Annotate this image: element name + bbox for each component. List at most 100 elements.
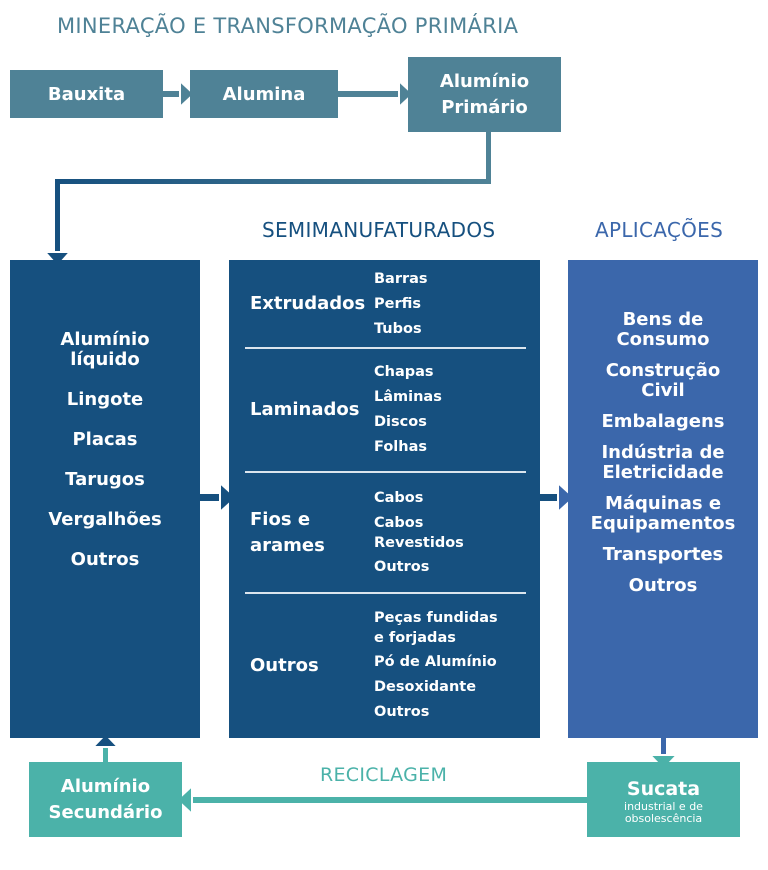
primary-aluminum-label-line1: Alumínio (439, 70, 530, 92)
semimanufactured-category: Extrudados (229, 291, 374, 317)
group-divider (245, 347, 526, 349)
primary-product-item-text: Tarugos (65, 469, 145, 490)
semimanufactured-subitem: Outros (374, 700, 498, 725)
primary-product-item-text: Placas (72, 429, 138, 450)
semimanufactured-subitem-text: Discos (374, 414, 427, 430)
semimanufactured-category: Outros (229, 653, 374, 679)
primary-product-item: Outros (10, 550, 200, 570)
primary-product-item: Placas (10, 430, 200, 450)
semimanufactured-subitem-text: Cabos (374, 489, 424, 506)
semimanufactured-subitem: Pó de Alumínio (374, 650, 498, 675)
semimanufactured-subitem: Barras (374, 267, 428, 292)
primary-product-item-text: líquido (70, 349, 140, 370)
semimanufactured-subitem-text: e forjadas (374, 630, 456, 646)
application-item-text: Outros (628, 575, 698, 596)
semimanufactured-subitem-text: Tubos (374, 320, 422, 337)
semimanufactured-subitem: Chapas (374, 360, 442, 385)
arrow-products-semi (200, 480, 238, 515)
semimanufactured-subitem-text: Lâminas (374, 389, 442, 405)
semimanufactured-subitem: Outros (374, 555, 464, 580)
scrap-title: Sucata (626, 777, 701, 800)
semimanufactured-subitem: Lâminas (374, 385, 442, 410)
scrap-subtitle-line2: obsolescência (624, 811, 703, 825)
mining-section-title: MINERAÇÃO E TRANSFORMAÇÃO PRIMÁRIA (57, 14, 519, 38)
semimanufactured-subitem-text: Barras (374, 270, 428, 287)
semimanufactured-category-text: arames (250, 534, 325, 556)
alumina-label: Alumina (222, 83, 306, 105)
arrow-scrap-secondary (175, 783, 587, 817)
semimanufactured-subitem-text: Revestidos (374, 534, 464, 551)
semimanufactured-subitem-text: Pó de Alumínio (374, 654, 497, 670)
primary-product-item: Vergalhões (10, 510, 200, 530)
semimanufactured-subitem-text: Cabos (374, 514, 424, 531)
application-item-text: Consumo (616, 329, 710, 350)
arrow-secondary-up (90, 732, 121, 764)
semimanufactured-section-title: SEMIMANUFATURADOS (262, 218, 496, 242)
recycling-section-title: RECICLAGEM (320, 764, 448, 786)
secondary-aluminum-label-line2: Secundário (48, 801, 163, 823)
primary-product-item: Tarugos (10, 470, 200, 490)
application-item-text: Transportes (602, 544, 724, 565)
semimanufactured-category: Laminados (229, 397, 374, 423)
semimanufactured-subitem-text: Perfis (374, 295, 421, 312)
semimanufactured-subitem-text: Chapas (374, 364, 434, 380)
application-item-text: Máquinas e (604, 493, 722, 514)
group-divider (245, 592, 526, 594)
semimanufactured-subitem: Peças fundidas e forjadas (374, 606, 498, 650)
semimanufactured-category-text: Outros (250, 654, 319, 676)
application-item-text: Bens de (622, 309, 704, 330)
secondary-aluminum-box: Alumínio Secundário (29, 762, 182, 837)
bauxite-box: Bauxita (10, 70, 163, 118)
scrap-subtitle-line1: industrial e de (624, 799, 703, 813)
semimanufactured-subitem-text: Peças fundidas (374, 610, 498, 626)
bauxite-label: Bauxita (47, 83, 126, 105)
arrow-alumina-primario (338, 78, 415, 110)
group-divider (245, 471, 526, 473)
application-item-text: Embalagens (601, 411, 725, 432)
application-item: Transportes (568, 545, 758, 565)
application-item-text: Civil (641, 380, 685, 401)
semimanufactured-category-text: Extrudados (250, 293, 366, 314)
applications-section-title: APLICAÇÕES (595, 218, 724, 242)
primary-product-item: Lingote (10, 390, 200, 410)
primary-product-item-text: Lingote (66, 389, 144, 410)
semimanufactured-subitem: Desoxidante (374, 675, 498, 700)
application-item-text: Equipamentos (590, 513, 736, 534)
arrow-primario-down (42, 130, 491, 268)
alumina-box: Alumina (190, 70, 338, 118)
semimanufactured-subitem: Tubos (374, 317, 428, 342)
semimanufactured-group: Outros Peças fundidas e forjadas Pó de Alum… (229, 593, 540, 738)
secondary-aluminum-label-line1: Alumínio (60, 775, 151, 797)
application-item: Outros (568, 576, 758, 596)
primary-product-item-text: Outros (70, 549, 140, 570)
semimanufactured-subitem-text: Outros (374, 558, 430, 575)
semimanufactured-subitem-text: Outros (374, 704, 430, 720)
semimanufactured-subitem: Perfis (374, 292, 428, 317)
semimanufactured-subitem: Cabos (374, 486, 464, 511)
semimanufactured-subitem-text: Folhas (374, 439, 427, 455)
primary-product-item-text: Alumínio (60, 329, 150, 350)
application-item-text: Eletricidade (602, 462, 724, 483)
semimanufactured-category-text: Laminados (250, 399, 360, 420)
primary-product-item-text: Vergalhões (48, 509, 162, 530)
application-item-text: Indústria de (601, 442, 725, 463)
